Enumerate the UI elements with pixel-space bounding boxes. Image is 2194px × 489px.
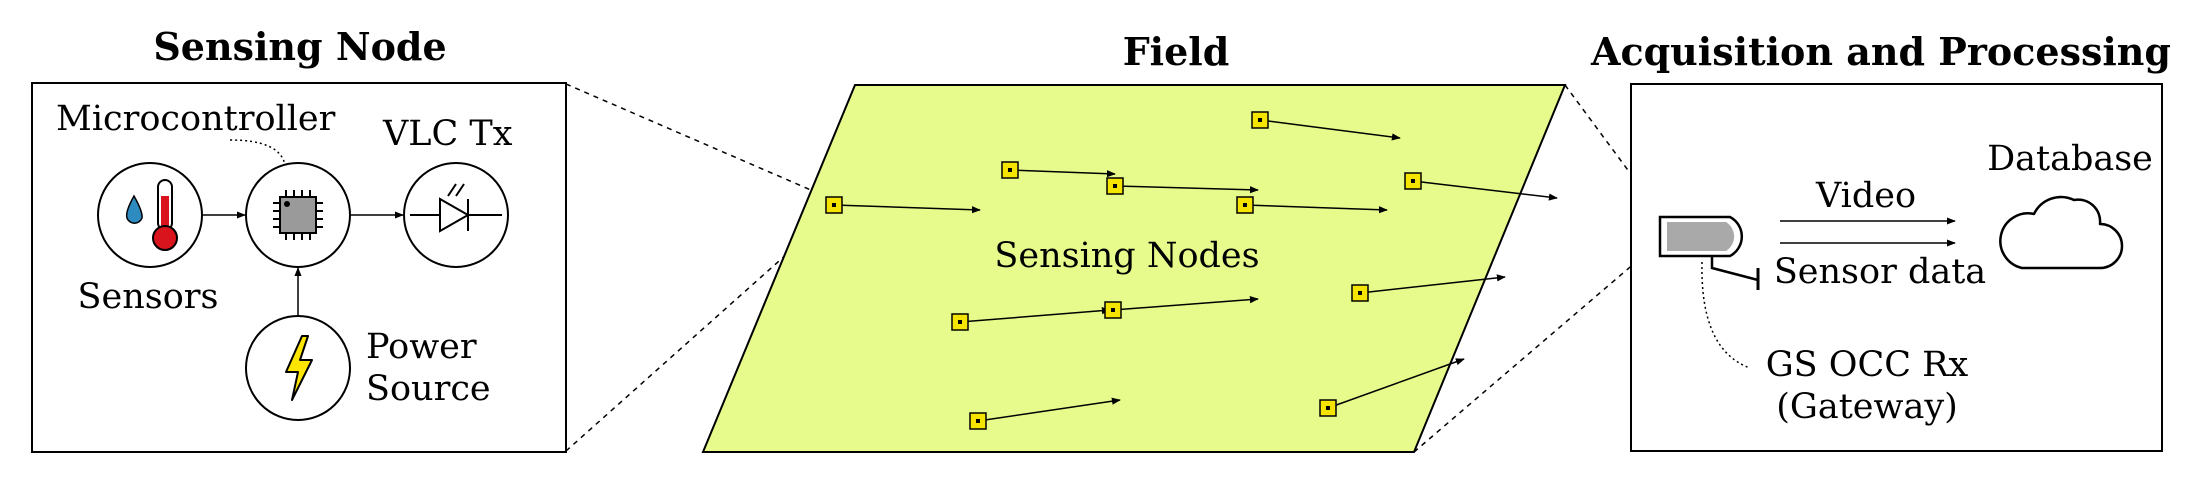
sensing-node-led [1113, 184, 1117, 188]
zoom-line-bottom-right [1413, 249, 1651, 453]
microcontroller-leader [229, 139, 286, 166]
sensing-node-led [976, 419, 980, 423]
water-drop-icon [125, 194, 143, 224]
sensors-node [97, 162, 203, 268]
sensing-node-markers [825, 111, 1422, 430]
sensing-nodes-label: Sensing Nodes [994, 236, 1259, 276]
sensing-node-led [958, 320, 962, 324]
camera-label-line1: GS OCC Rx [1766, 345, 1969, 385]
node-trajectory-arrow [959, 307, 1111, 323]
sensing-node-led [1326, 406, 1330, 410]
sensors-label: Sensors [78, 277, 219, 317]
led-icon [410, 183, 502, 233]
acquisition-title: Acquisition and Processing [1590, 29, 2171, 74]
node-trajectory-arrow [1259, 119, 1401, 141]
sensing-node-panel: Microcontroller VLC Tx Sensors Power Sou… [31, 82, 567, 453]
microcontroller-label: Microcontroller [56, 99, 336, 139]
node-trajectory-arrow [1114, 185, 1259, 194]
sensor-data-label: Sensor data [1774, 252, 1986, 292]
node-trajectory-arrow [1112, 296, 1259, 311]
vlc-tx-node [403, 162, 509, 268]
chip-icon [273, 190, 323, 240]
sensing-node-led [1111, 308, 1115, 312]
cloud-icon [1999, 195, 2124, 270]
acquisition-panel: Video Sensor data Database GS OCC Rx (Ga… [1630, 83, 2163, 452]
zoom-line-top-left [565, 83, 835, 201]
sensing-node-title: Sensing Node [153, 24, 446, 69]
node-trajectory-arrow [977, 397, 1121, 422]
lightning-bolt-icon [285, 335, 313, 401]
power-label-line1: Power [366, 327, 477, 367]
camera-label-line2: (Gateway) [1776, 387, 1958, 427]
microcontroller-node [245, 162, 351, 268]
camera-leader [1701, 261, 1751, 369]
vlc-tx-label: VLC Tx [382, 114, 513, 154]
node-trajectory-arrow [1327, 358, 1465, 409]
thermometer-icon [152, 179, 178, 251]
power-source-node [245, 315, 351, 421]
node-trajectories [833, 119, 1558, 422]
camera-icon [1658, 215, 1760, 290]
video-label: Video [1815, 176, 1916, 216]
sensing-node-led [1008, 168, 1012, 172]
field-title: Field [1123, 29, 1230, 74]
zoom-line-top-right [1564, 84, 1651, 201]
node-trajectory-arrow [833, 204, 981, 214]
node-trajectory-arrow [1412, 180, 1558, 201]
sensing-node-led [1243, 203, 1247, 207]
field-panel: Sensing Nodes [701, 84, 1567, 453]
sensing-node-led [1358, 291, 1362, 295]
node-trajectory-arrow [1244, 204, 1388, 214]
sensing-node-led [832, 203, 836, 207]
node-trajectory-arrow [1009, 169, 1116, 178]
sensing-node-led [1411, 179, 1415, 183]
database-label: Database [1987, 139, 2153, 179]
power-label-line2: Source [366, 369, 491, 409]
node-trajectory-arrow [1359, 274, 1506, 294]
sensing-node-led [1258, 118, 1262, 122]
